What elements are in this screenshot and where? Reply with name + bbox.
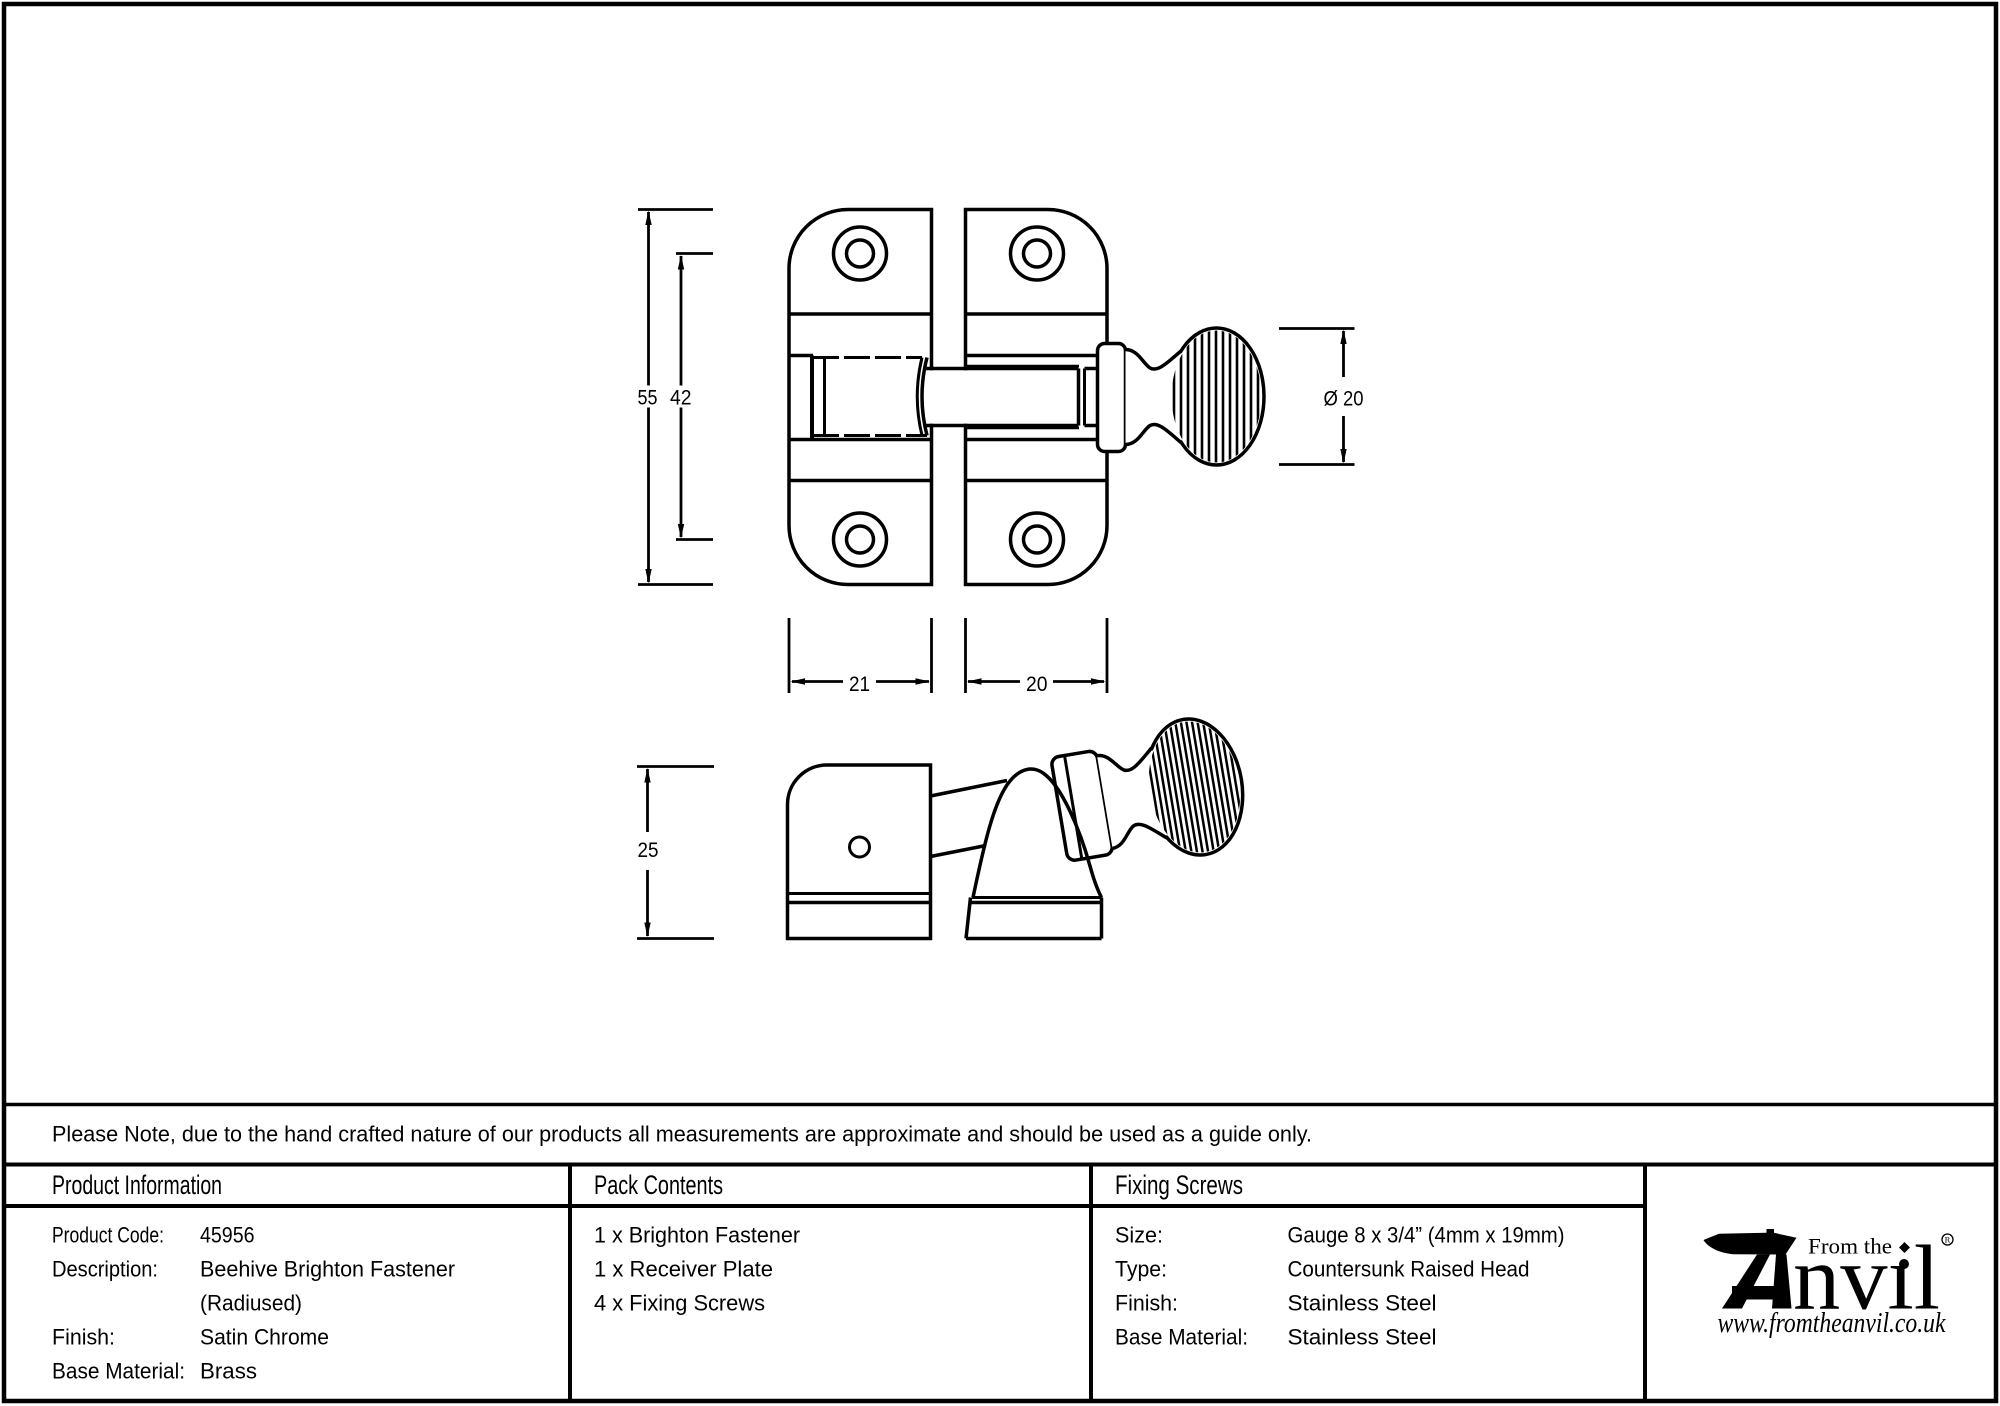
svg-text:Countersunk Raised Head: Countersunk Raised Head <box>1288 1257 1530 1282</box>
svg-text:nvıl: nvıl <box>1793 1227 1940 1329</box>
svg-text:Please Note, due to the hand c: Please Note, due to the hand crafted nat… <box>52 1122 1312 1147</box>
svg-text:R: R <box>1945 1235 1951 1245</box>
svg-text:Description:: Description: <box>52 1257 158 1282</box>
svg-text:Product Code:: Product Code: <box>52 1223 164 1248</box>
svg-text:1 x Receiver Plate: 1 x Receiver Plate <box>594 1257 773 1282</box>
svg-text:Pack Contents: Pack Contents <box>594 1170 723 1200</box>
svg-text:Beehive Brighton Fastener: Beehive Brighton Fastener <box>200 1257 455 1282</box>
svg-text:42: 42 <box>670 386 692 410</box>
svg-text:Base Material:: Base Material: <box>52 1359 185 1384</box>
svg-text:Ø 20: Ø 20 <box>1324 387 1364 411</box>
svg-text:Base Material:: Base Material: <box>1115 1325 1248 1350</box>
svg-text:25: 25 <box>638 838 659 862</box>
svg-text:From the: From the <box>1808 1234 1892 1259</box>
svg-text:Brass: Brass <box>200 1359 257 1384</box>
svg-text:(Radiused): (Radiused) <box>200 1291 302 1316</box>
svg-text:www.fromtheanvil.co.uk: www.fromtheanvil.co.uk <box>1718 1308 1946 1339</box>
svg-text:Stainless Steel: Stainless Steel <box>1288 1325 1437 1350</box>
svg-text:20: 20 <box>1026 672 1048 696</box>
svg-text:Product Information: Product Information <box>52 1170 222 1200</box>
svg-text:Gauge 8 x 3/4” (4mm x 19mm): Gauge 8 x 3/4” (4mm x 19mm) <box>1288 1223 1565 1248</box>
svg-text:Satin Chrome: Satin Chrome <box>200 1325 329 1350</box>
svg-text:Finish:: Finish: <box>1115 1291 1178 1316</box>
svg-text:Finish:: Finish: <box>52 1325 115 1350</box>
svg-text:55: 55 <box>638 386 658 410</box>
svg-text:1 x Brighton Fastener: 1 x Brighton Fastener <box>594 1223 800 1248</box>
svg-text:45956: 45956 <box>200 1223 255 1248</box>
svg-text:Fixing Screws: Fixing Screws <box>1115 1170 1243 1200</box>
svg-text:21: 21 <box>849 672 870 696</box>
svg-text:4 x Fixing Screws: 4 x Fixing Screws <box>594 1291 765 1316</box>
svg-text:Stainless Steel: Stainless Steel <box>1288 1291 1437 1316</box>
svg-text:Type:: Type: <box>1115 1257 1167 1282</box>
svg-text:Size:: Size: <box>1115 1223 1163 1248</box>
